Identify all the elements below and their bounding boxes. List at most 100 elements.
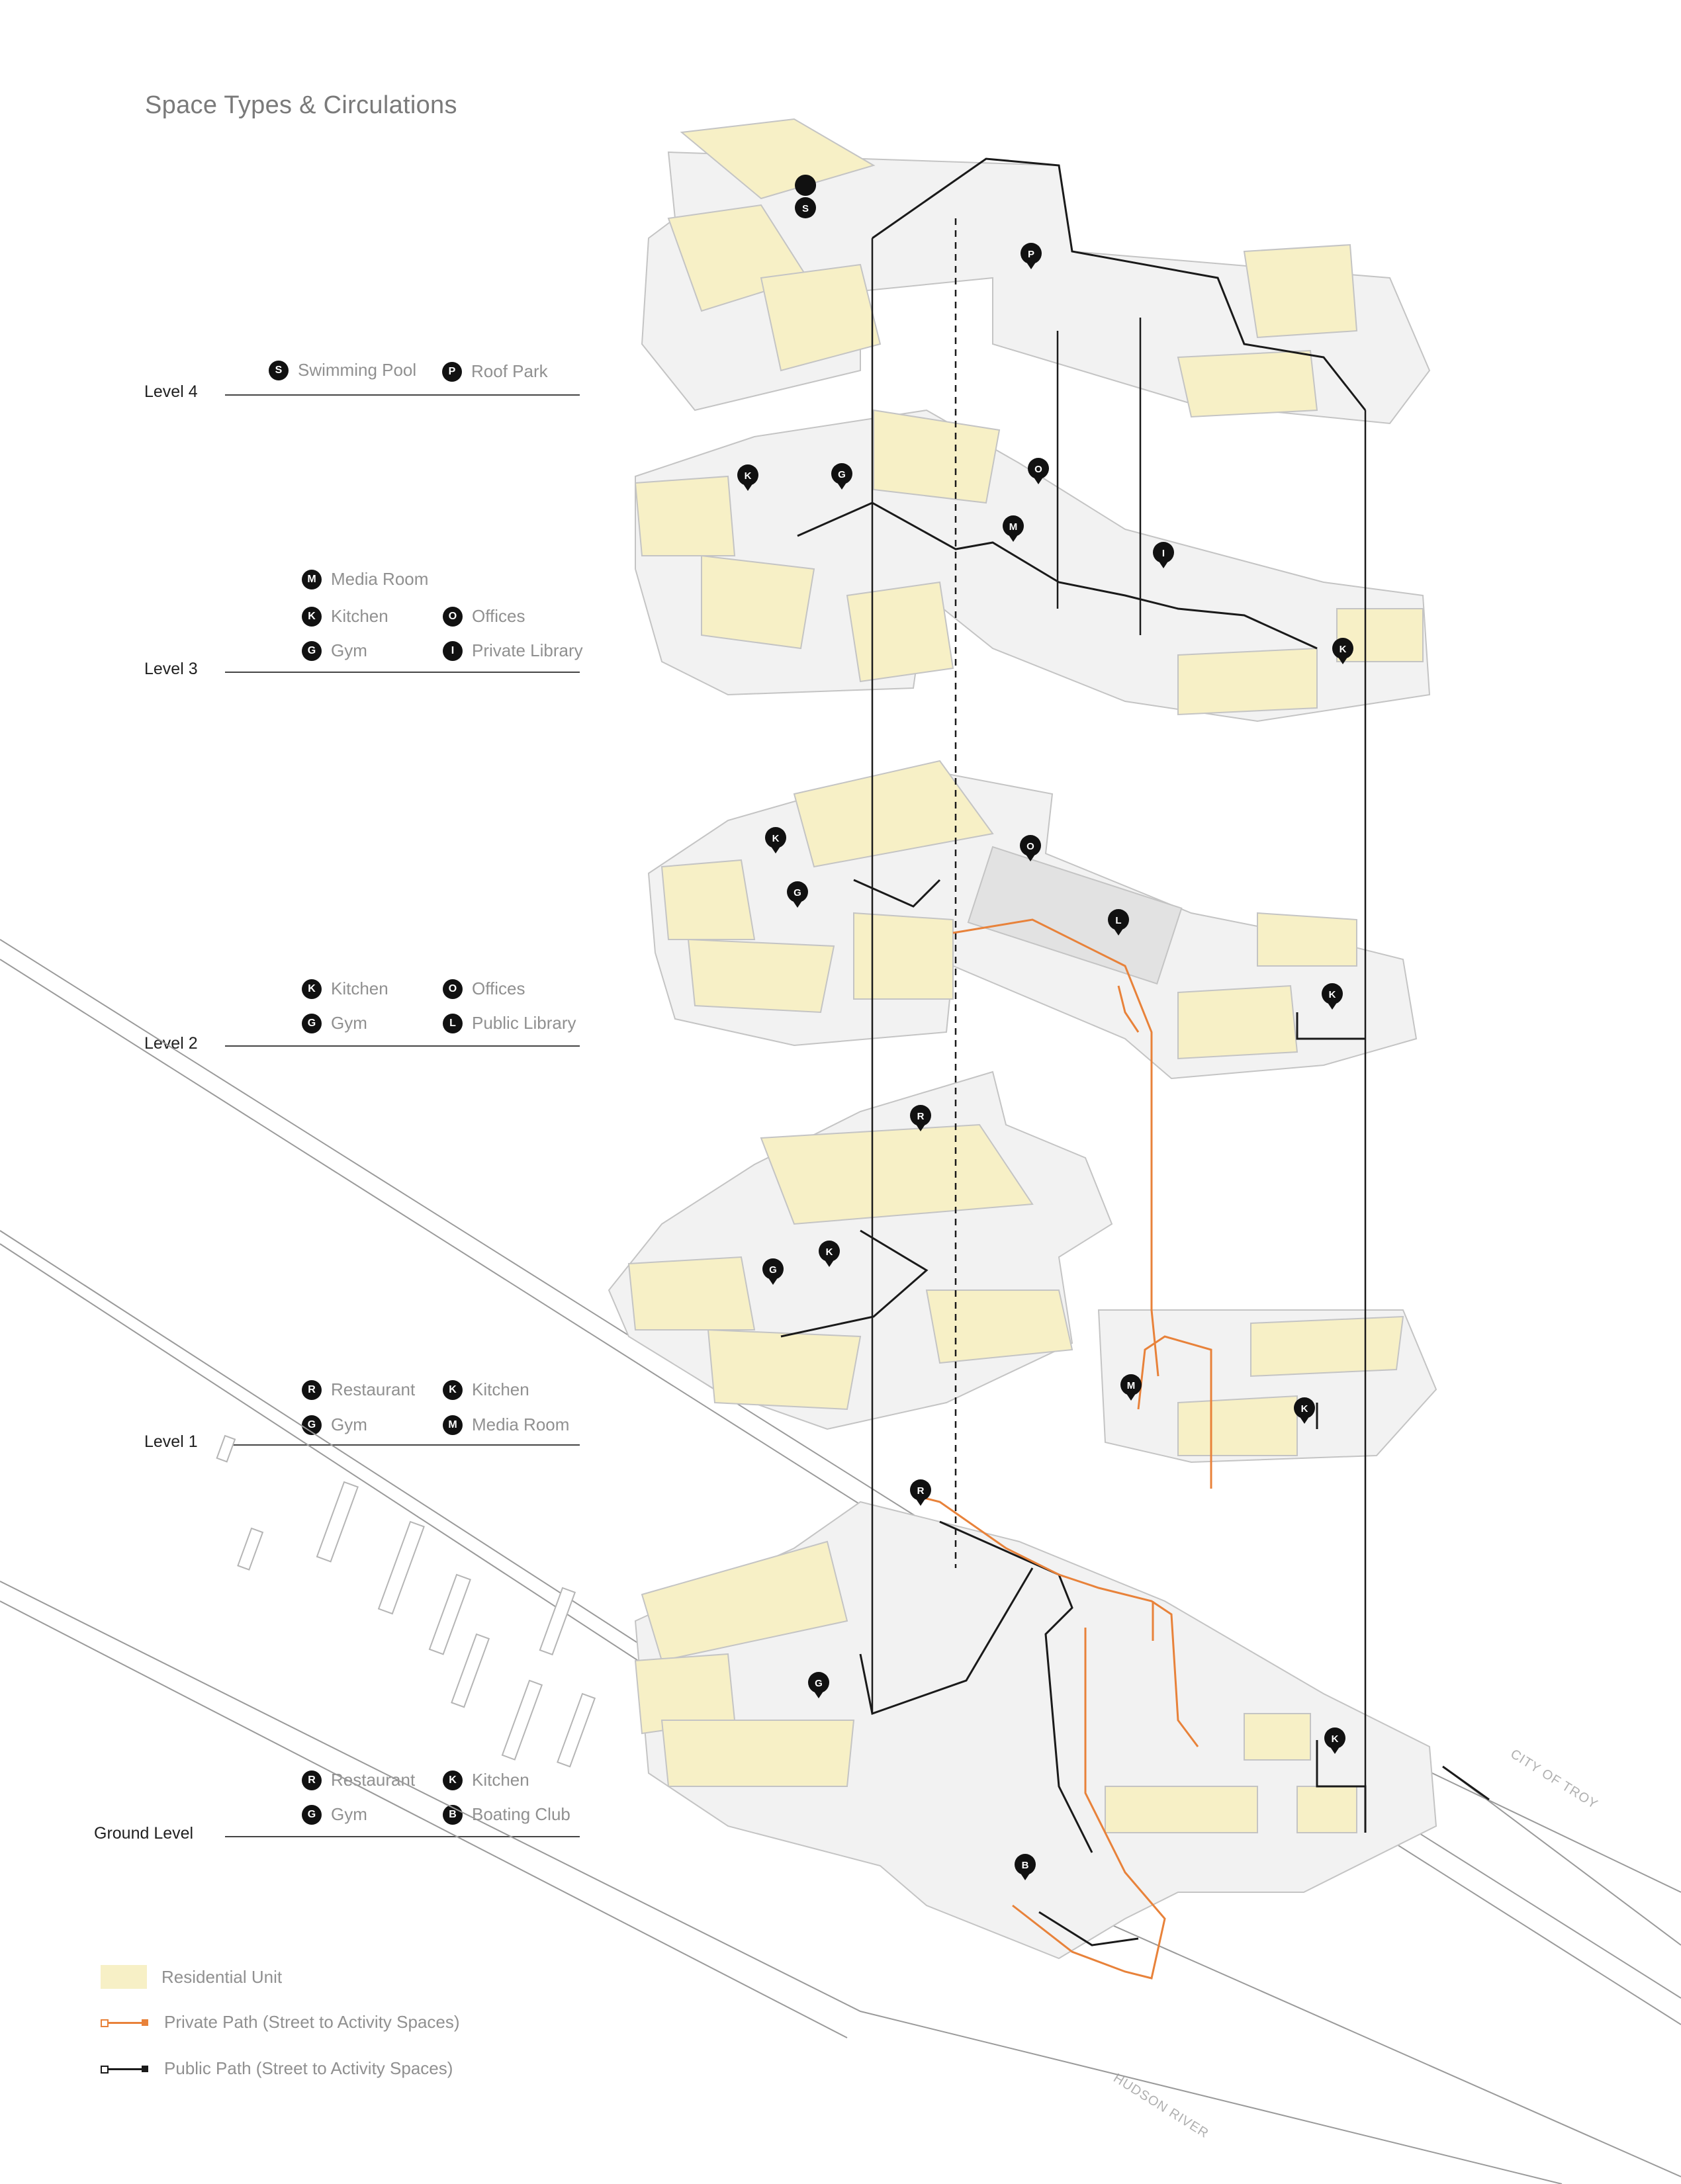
level-4-label: Level 4 bbox=[144, 382, 198, 401]
pin-icon: R bbox=[910, 1105, 931, 1131]
pin-icon: K bbox=[737, 464, 758, 491]
legend-public-library: L Public Library bbox=[443, 1013, 576, 1033]
legend-gym: G Gym bbox=[302, 1013, 367, 1033]
svg-text:R: R bbox=[917, 1111, 925, 1122]
pin-icon: K bbox=[443, 1770, 463, 1790]
key-residential-unit: Residential Unit bbox=[101, 1965, 282, 1989]
level-4-divider bbox=[225, 394, 580, 396]
svg-text:K: K bbox=[826, 1246, 833, 1258]
pin-icon: K bbox=[302, 979, 322, 999]
pin-icon: I bbox=[1153, 542, 1174, 568]
pin-icon: G bbox=[302, 1013, 322, 1033]
legend-swimming-pool: S Swimming Pool bbox=[269, 360, 416, 380]
legend-roof-park: P Roof Park bbox=[442, 361, 548, 382]
svg-text:G: G bbox=[838, 469, 846, 480]
pin-icon: G bbox=[762, 1258, 784, 1285]
pin-icon: K bbox=[819, 1241, 840, 1267]
legend-private-library: I Private Library bbox=[443, 640, 583, 661]
svg-text:R: R bbox=[917, 1485, 925, 1497]
legend-gym: G Gym bbox=[302, 1804, 367, 1825]
ground-level-floor bbox=[634, 1501, 1437, 1960]
svg-text:G: G bbox=[815, 1678, 823, 1689]
svg-text:S: S bbox=[802, 203, 809, 214]
legend-restaurant: R Restaurant bbox=[302, 1770, 415, 1790]
pin-icon: O bbox=[1028, 458, 1049, 484]
pin-icon: M bbox=[302, 569, 322, 590]
legend-kitchen: K Kitchen bbox=[443, 1379, 529, 1400]
legend-media-room: M Media Room bbox=[443, 1415, 569, 1435]
legend-kitchen: K Kitchen bbox=[302, 606, 388, 627]
residential-swatch bbox=[101, 1965, 147, 1989]
svg-text:G: G bbox=[794, 887, 801, 898]
ground-level-divider bbox=[225, 1836, 580, 1837]
pin-icon: O bbox=[443, 979, 463, 999]
svg-text:K: K bbox=[772, 833, 780, 844]
pin-icon: G bbox=[808, 1672, 829, 1698]
legend-restaurant: R Restaurant bbox=[302, 1379, 415, 1400]
svg-text:M: M bbox=[1009, 521, 1018, 533]
pin-icon: M bbox=[1003, 515, 1024, 542]
pin-icon: R bbox=[302, 1770, 322, 1790]
svg-text:I: I bbox=[1162, 548, 1165, 559]
svg-text:K: K bbox=[1332, 1733, 1339, 1745]
legend-media-room: M Media Room bbox=[302, 569, 428, 590]
svg-text:K: K bbox=[745, 470, 752, 482]
level-2-label: Level 2 bbox=[144, 1034, 198, 1053]
pin-icon: M bbox=[1120, 1374, 1142, 1401]
pin-icon: K bbox=[1332, 638, 1353, 664]
svg-text:K: K bbox=[1301, 1403, 1308, 1415]
pin-icon: M bbox=[443, 1415, 463, 1435]
pin-icon: I bbox=[443, 640, 463, 661]
public-path-line-icon bbox=[101, 2064, 148, 2074]
legend-kitchen: K Kitchen bbox=[302, 979, 388, 999]
svg-text:K: K bbox=[1329, 989, 1336, 1000]
pin-icon: S bbox=[269, 360, 289, 380]
pin-icon: G bbox=[787, 881, 808, 908]
pin-icon: K bbox=[1322, 983, 1343, 1010]
level-2-divider bbox=[225, 1045, 580, 1047]
key-private-path: Private Path (Street to Activity Spaces) bbox=[101, 2012, 460, 2032]
pin-icon: O bbox=[1020, 835, 1041, 861]
private-paths bbox=[913, 918, 1212, 1980]
level-3-divider bbox=[225, 672, 580, 673]
svg-text:B: B bbox=[1022, 1860, 1029, 1871]
pin-icon: G bbox=[831, 463, 852, 490]
svg-text:P: P bbox=[1028, 249, 1034, 260]
svg-text:K: K bbox=[1340, 644, 1347, 655]
level-4-floor bbox=[641, 118, 1431, 425]
legend-kitchen: K Kitchen bbox=[443, 1770, 529, 1790]
pin-icon: S bbox=[795, 175, 817, 218]
legend-offices: O Offices bbox=[443, 979, 525, 999]
docks bbox=[216, 1434, 596, 1768]
public-paths bbox=[780, 157, 1490, 1946]
vertical-cores bbox=[871, 218, 1367, 1833]
svg-text:O: O bbox=[1026, 841, 1034, 852]
pin-icon: L bbox=[1108, 909, 1129, 936]
pin-icon: L bbox=[443, 1013, 463, 1033]
pin-icon: K bbox=[1324, 1727, 1345, 1754]
pin-icon: K bbox=[1294, 1397, 1315, 1424]
key-public-path: Public Path (Street to Activity Spaces) bbox=[101, 2058, 453, 2079]
svg-text:G: G bbox=[769, 1264, 777, 1276]
level-1-divider bbox=[225, 1444, 580, 1446]
svg-text:L: L bbox=[1115, 915, 1121, 926]
level-1-label: Level 1 bbox=[144, 1432, 198, 1451]
private-path-line-icon bbox=[101, 2018, 148, 2027]
map-pins: S P K G O M I K K G O L K R K G M K R G … bbox=[737, 175, 1353, 1880]
legend-offices: O Offices bbox=[443, 606, 525, 627]
pin-icon: O bbox=[443, 606, 463, 627]
level-3-label: Level 3 bbox=[144, 660, 198, 678]
page-title: Space Types & Circulations bbox=[145, 91, 457, 119]
level-2-floor bbox=[647, 760, 1418, 1080]
svg-text:M: M bbox=[1127, 1380, 1136, 1391]
pin-icon: G bbox=[302, 1804, 322, 1825]
legend-gym: G Gym bbox=[302, 640, 367, 661]
pin-icon: K bbox=[765, 827, 786, 853]
pin-icon: G bbox=[302, 640, 322, 661]
ground-level-label: Ground Level bbox=[94, 1824, 194, 1843]
pin-icon: B bbox=[1015, 1854, 1036, 1880]
svg-text:O: O bbox=[1034, 464, 1042, 475]
legend-gym: G Gym bbox=[302, 1415, 367, 1435]
pin-icon: K bbox=[443, 1379, 463, 1400]
